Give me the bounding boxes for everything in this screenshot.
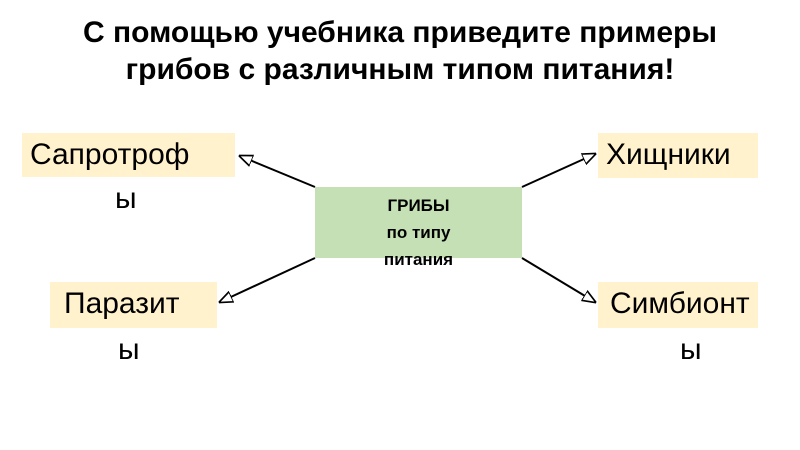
center-line-3: питания: [383, 250, 454, 269]
node-saprotrophs-suffix: ы: [115, 182, 137, 215]
node-symbionts: Симбионт: [598, 282, 758, 328]
center-node-text: ГРИБЫ по типу питания: [315, 192, 522, 273]
node-parasites-suffix: ы: [118, 333, 140, 366]
center-line-2: по типу: [386, 223, 451, 242]
center-node: [315, 187, 522, 258]
node-symbionts-suffix: ы: [680, 333, 702, 366]
arrow-to-predators: [521, 154, 595, 188]
node-parasites: Паразит: [50, 282, 217, 328]
node-predators: Хищники: [598, 133, 758, 178]
slide-title: С помощью учебника приведите примеры гри…: [83, 16, 717, 86]
arrow-to-symbionts: [521, 257, 595, 302]
node-saprotrophs: Сапротроф: [22, 133, 235, 177]
arrow-to-saprotrophs: [240, 156, 316, 188]
arrow-to-parasites: [220, 257, 316, 302]
center-line-1: ГРИБЫ: [387, 196, 450, 215]
